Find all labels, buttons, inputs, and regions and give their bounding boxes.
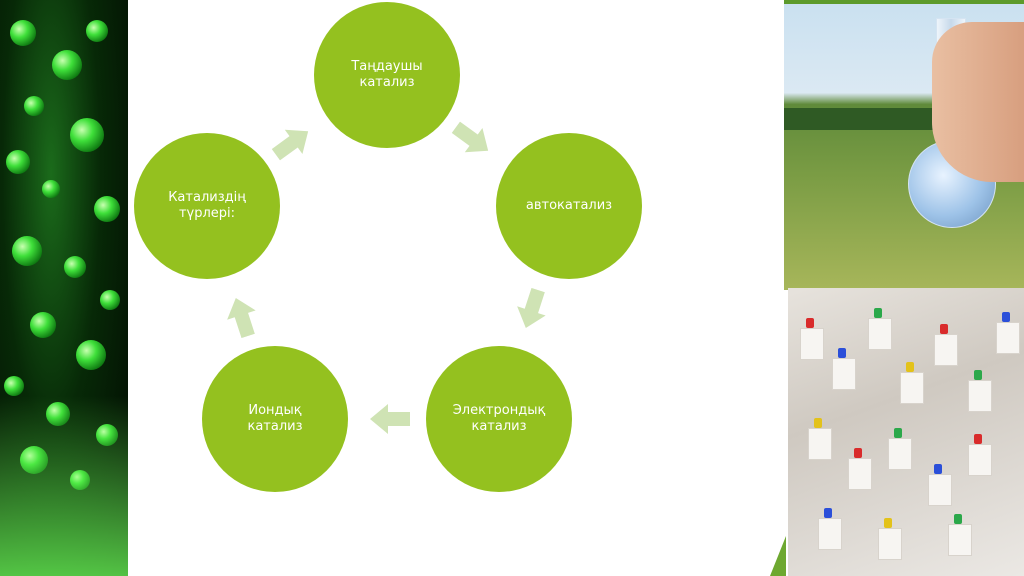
node-catalysis-types: Катализдің түрлері:	[134, 133, 280, 279]
decorative-corner-triangle	[770, 536, 786, 576]
node-autocatalysis: автокатализ	[496, 133, 642, 279]
node-label: Таңдаушы катализ	[351, 59, 423, 90]
arrow-ionic-to-types	[227, 297, 256, 339]
node-label: Иондық катализ	[247, 403, 303, 434]
node-label: Катализдің түрлері:	[168, 190, 246, 221]
flask-in-hand-photo	[784, 0, 1024, 290]
labeled-sample-tubes-photo	[788, 288, 1024, 576]
arrow-auto-to-electronic	[517, 287, 546, 329]
node-selective-catalysis: Таңдаушы катализ	[314, 2, 460, 148]
node-electronic-catalysis: Электрондық катализ	[426, 346, 572, 492]
node-ionic-catalysis: Иондық катализ	[202, 346, 348, 492]
arrow-types-to-selective	[271, 129, 309, 161]
node-label: автокатализ	[525, 198, 613, 213]
arrow-selective-to-auto	[451, 121, 489, 153]
arrow-electronic-to-ionic	[370, 404, 410, 434]
green-molecules-photo	[0, 0, 128, 576]
node-label: Электрондық катализ	[452, 403, 546, 434]
